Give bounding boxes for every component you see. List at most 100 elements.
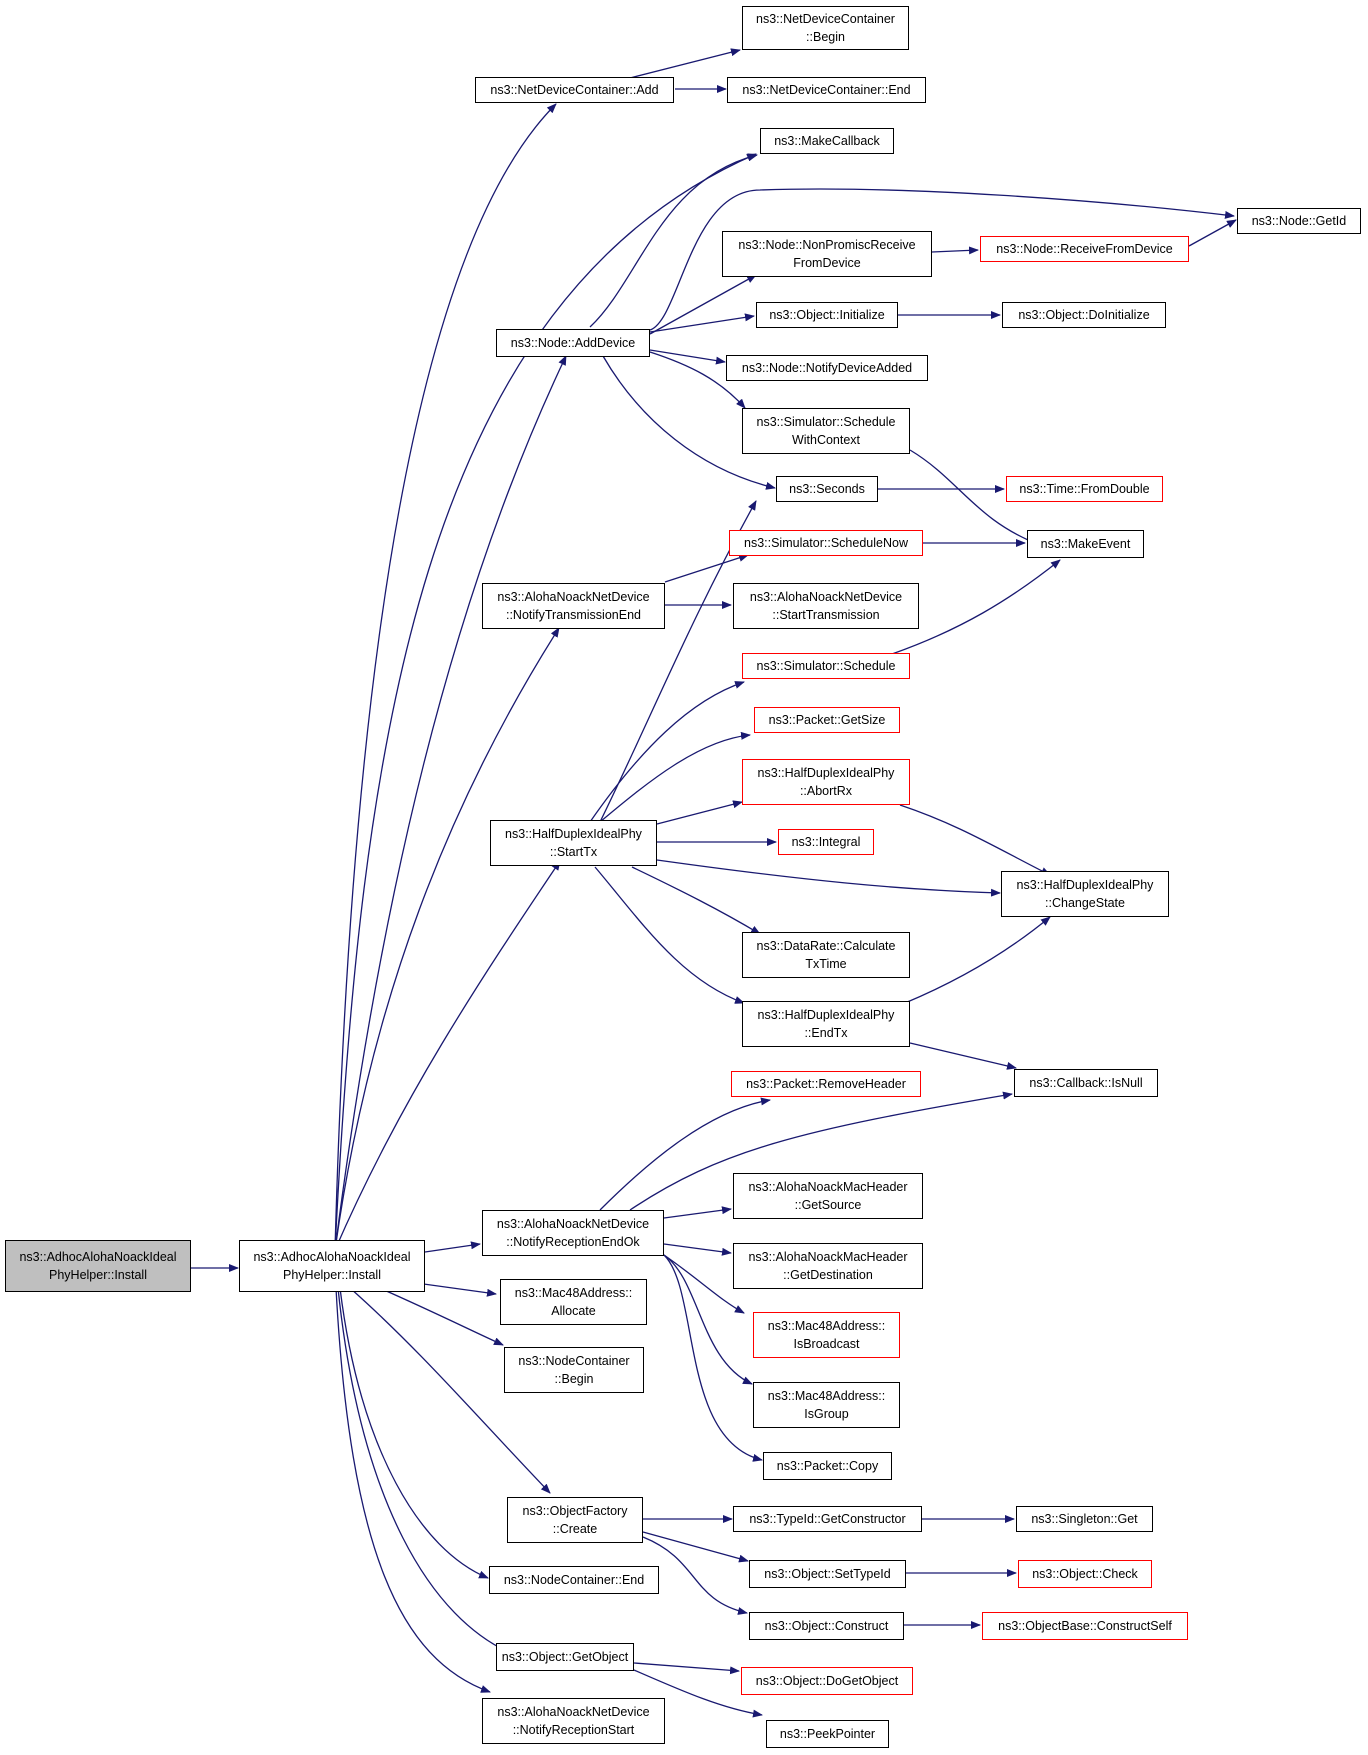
edge [663, 1254, 745, 1314]
node-node-adddevice[interactable]: ns3::Node::AddDevice [496, 329, 650, 357]
node-label: ns3::Object::Check [1032, 1567, 1138, 1581]
node-label: ns3::Seconds [789, 482, 865, 496]
node-label: ns3::AlohaNoackNetDevice ::NotifyRecepti… [497, 1705, 650, 1737]
node-ndc-add[interactable]: ns3::NetDeviceContainer::Add [475, 77, 674, 103]
node-label: ns3::Node::NotifyDeviceAdded [741, 361, 913, 375]
node-ndc-begin[interactable]: ns3::NetDeviceContainer ::Begin [742, 6, 909, 50]
node-label: ns3::ObjectBase::ConstructSelf [998, 1619, 1172, 1633]
node-hdip-abortrx[interactable]: ns3::HalfDuplexIdealPhy ::AbortRx [742, 759, 910, 805]
node-packet-copy[interactable]: ns3::Packet::Copy [763, 1452, 892, 1480]
node-nonpromisc[interactable]: ns3::Node::NonPromiscReceive FromDevice [722, 231, 932, 277]
node-hdip-changestate[interactable]: ns3::HalfDuplexIdealPhy ::ChangeState [1001, 871, 1169, 917]
node-anl-notifyrxendok[interactable]: ns3::AlohaNoackNetDevice ::NotifyRecepti… [482, 1210, 664, 1256]
node-label: ns3::Packet::RemoveHeader [746, 1077, 906, 1091]
edge [599, 1097, 771, 1211]
node-packet-removeheader[interactable]: ns3::Packet::RemoveHeader [731, 1071, 921, 1097]
node-label: ns3::Object::Initialize [769, 308, 885, 322]
node-label: ns3::HalfDuplexIdealPhy ::StartTx [505, 827, 642, 859]
node-label: ns3::AlohaNoackMacHeader ::GetDestinatio… [748, 1250, 908, 1282]
node-integral[interactable]: ns3::Integral [778, 829, 874, 855]
edge [633, 1662, 740, 1675]
node-datarate-calc[interactable]: ns3::DataRate::Calculate TxTime [742, 932, 910, 978]
node-nc-begin[interactable]: ns3::NodeContainer ::Begin [504, 1347, 644, 1393]
node-hdip-endtx[interactable]: ns3::HalfDuplexIdealPhy ::EndTx [742, 1001, 910, 1047]
node-makecallback[interactable]: ns3::MakeCallback [760, 128, 894, 154]
node-anl-notifytxend[interactable]: ns3::AlohaNoackNetDevice ::NotifyTransmi… [482, 583, 665, 629]
node-mac48-isbroadcast[interactable]: ns3::Mac48Address:: IsBroadcast [753, 1312, 900, 1358]
node-anmh-getdest[interactable]: ns3::AlohaNoackMacHeader ::GetDestinatio… [733, 1243, 923, 1289]
edge [629, 48, 741, 79]
node-label: ns3::AlohaNoackMacHeader ::GetSource [748, 1180, 908, 1212]
node-makeevent[interactable]: ns3::MakeEvent [1027, 530, 1144, 558]
node-anl-starttx[interactable]: ns3::AlohaNoackNetDevice ::StartTransmis… [733, 583, 919, 629]
node-obj-construct[interactable]: ns3::Object::Construct [749, 1612, 904, 1640]
node-obj-settypeid[interactable]: ns3::Object::SetTypeId [749, 1560, 906, 1588]
node-node-getid[interactable]: ns3::Node::GetId [1237, 208, 1361, 234]
node-objbase-constructself[interactable]: ns3::ObjectBase::ConstructSelf [982, 1612, 1188, 1640]
node-label: ns3::MakeEvent [1040, 537, 1131, 551]
edge [589, 681, 745, 823]
node-callback-isnull[interactable]: ns3::Callback::IsNull [1014, 1069, 1158, 1097]
edge [602, 355, 776, 490]
node-label: ns3::Mac48Address:: IsBroadcast [767, 1319, 886, 1351]
node-seconds[interactable]: ns3::Seconds [776, 476, 878, 502]
edge [334, 103, 557, 1251]
node-label: ns3::HalfDuplexIdealPhy ::ChangeState [1016, 878, 1154, 910]
node-of-create[interactable]: ns3::ObjectFactory ::Create [507, 1497, 643, 1543]
node-obj-check[interactable]: ns3::Object::Check [1018, 1560, 1152, 1588]
node-ndc-end[interactable]: ns3::NetDeviceContainer::End [727, 77, 926, 103]
edge [424, 1241, 481, 1253]
node-label: ns3::AdhocAlohaNoackIdeal PhyHelper::Ins… [253, 1250, 411, 1282]
edge [663, 1206, 732, 1219]
node-label: ns3::AdhocAlohaNoackIdeal PhyHelper::Ins… [19, 1250, 177, 1282]
node-label: ns3::PeekPointer [779, 1727, 876, 1741]
node-typeid-getctor[interactable]: ns3::TypeId::GetConstructor [733, 1506, 922, 1532]
node-receivefromdevice[interactable]: ns3::Node::ReceiveFromDevice [980, 236, 1189, 262]
node-singleton-get[interactable]: ns3::Singleton::Get [1016, 1506, 1153, 1532]
node-anl-notifyrxstart[interactable]: ns3::AlohaNoackNetDevice ::NotifyRecepti… [482, 1698, 665, 1744]
node-obj-dogetobject[interactable]: ns3::Object::DoGetObject [741, 1667, 913, 1695]
edge [629, 1091, 1013, 1211]
node-adhoc-install-caller[interactable]: ns3::AdhocAlohaNoackIdeal PhyHelper::Ins… [5, 1240, 191, 1292]
node-obj-doinitialize[interactable]: ns3::Object::DoInitialize [1002, 302, 1166, 328]
node-label: ns3::Simulator::Schedule [756, 659, 896, 673]
edge [909, 449, 1041, 546]
edge [663, 1254, 753, 1385]
node-label: ns3::TypeId::GetConstructor [749, 1512, 906, 1526]
node-sim-schedulewithcontext[interactable]: ns3::Simulator::Schedule WithContext [742, 408, 910, 454]
node-label: ns3::Time::FromDouble [1019, 482, 1150, 496]
node-notifydeviceadded[interactable]: ns3::Node::NotifyDeviceAdded [726, 355, 928, 381]
edge [349, 1287, 551, 1494]
node-label: ns3::AlohaNoackNetDevice ::NotifyRecepti… [496, 1217, 650, 1249]
node-label: ns3::Object::DoGetObject [755, 1674, 899, 1688]
edge [663, 1243, 732, 1256]
node-hdip-starttx[interactable]: ns3::HalfDuplexIdealPhy ::StartTx [490, 820, 657, 866]
edge [649, 349, 726, 365]
node-packet-getsize[interactable]: ns3::Packet::GetSize [754, 707, 900, 733]
node-time-fromdouble[interactable]: ns3::Time::FromDouble [1006, 476, 1163, 502]
node-label: ns3::HalfDuplexIdealPhy ::AbortRx [757, 766, 895, 798]
edge [649, 351, 746, 409]
node-label: ns3::AlohaNoackNetDevice ::NotifyTransmi… [497, 590, 650, 622]
node-label: ns3::Object::GetObject [501, 1650, 629, 1664]
node-mac48-allocate[interactable]: ns3::Mac48Address:: Allocate [500, 1279, 647, 1325]
node-obj-getobject[interactable]: ns3::Object::GetObject [496, 1643, 634, 1671]
node-label: ns3::Object::DoInitialize [1018, 308, 1150, 322]
node-label: ns3::Singleton::Get [1031, 1512, 1138, 1526]
edge [335, 1287, 491, 1693]
node-adhoc-install[interactable]: ns3::AdhocAlohaNoackIdeal PhyHelper::Ins… [239, 1240, 425, 1292]
node-label: ns3::NetDeviceContainer::Add [490, 83, 659, 97]
node-nc-end[interactable]: ns3::NodeContainer::End [489, 1566, 659, 1594]
node-sim-schedule[interactable]: ns3::Simulator::Schedule [742, 653, 910, 679]
node-anmh-getsource[interactable]: ns3::AlohaNoackMacHeader ::GetSource [733, 1173, 923, 1219]
node-sim-schedulenow[interactable]: ns3::Simulator::ScheduleNow [729, 530, 923, 556]
node-label: ns3::NodeContainer ::Begin [518, 1354, 630, 1386]
edge [931, 246, 979, 255]
node-label: ns3::Packet::Copy [776, 1459, 879, 1473]
node-peekpointer[interactable]: ns3::PeekPointer [766, 1720, 889, 1748]
edge [649, 274, 757, 335]
node-obj-initialize[interactable]: ns3::Object::Initialize [756, 302, 898, 328]
node-mac48-isgroup[interactable]: ns3::Mac48Address:: IsGroup [753, 1382, 900, 1428]
edge [642, 1536, 748, 1615]
edge [334, 627, 560, 1251]
